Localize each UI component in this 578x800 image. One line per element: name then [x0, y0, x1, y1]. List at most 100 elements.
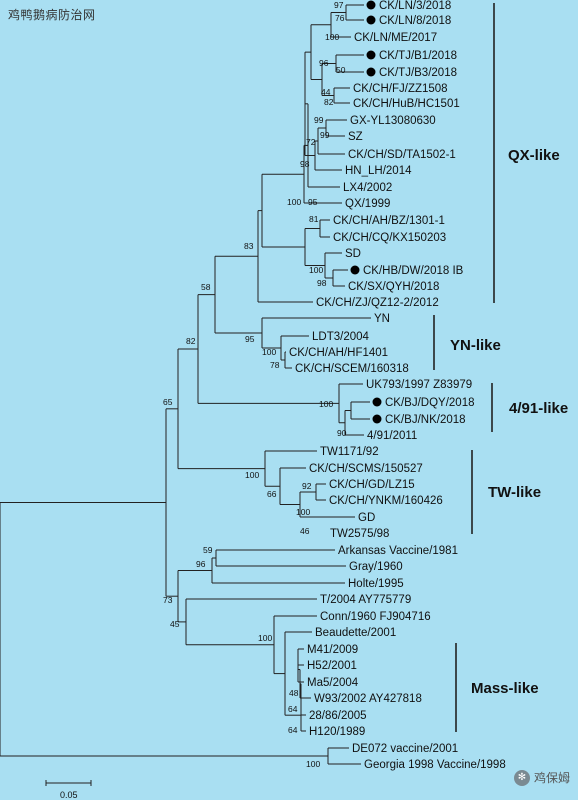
- bootstrap-value: 65: [163, 397, 173, 407]
- tip-label: Gray/1960: [349, 561, 403, 573]
- bootstrap-value: 100: [325, 32, 339, 42]
- bootstrap-value: 66: [267, 489, 277, 499]
- tip-label: CK/CH/YNKM/160426: [329, 495, 443, 507]
- bootstrap-value: 98: [317, 278, 327, 288]
- tip-label: CK/CH/HuB/HC1501: [353, 98, 460, 110]
- bootstrap-value: 48: [289, 688, 299, 698]
- bootstrap-value: 100: [245, 470, 259, 480]
- clade-label: 4/91-like: [509, 400, 568, 417]
- tip-label: LX4/2002: [343, 182, 392, 194]
- clade-label: Mass-like: [471, 680, 539, 697]
- sample-marker: [366, 15, 376, 25]
- bootstrap-value: 100: [287, 197, 301, 207]
- bootstrap-value: 82: [186, 336, 196, 346]
- tip-label: Holte/1995: [348, 578, 404, 590]
- sample-marker: [366, 50, 376, 60]
- bootstrap-value: 83: [244, 241, 254, 251]
- tip-label: Ma5/2004: [307, 677, 359, 689]
- tip-label: GD: [358, 512, 375, 524]
- tip-label: W93/2002 AY427818: [314, 693, 422, 705]
- sample-marker: [372, 397, 382, 407]
- tip-label: CK/CH/SD/TA1502-1: [348, 149, 456, 161]
- tip-label: HN_LH/2014: [345, 165, 412, 177]
- clade-label: QX-like: [508, 147, 560, 164]
- bootstrap-value: 64: [288, 725, 298, 735]
- bootstrap-value: 100: [258, 633, 272, 643]
- tip-label: CK/SX/QYH/2018: [348, 281, 439, 293]
- tip-label: CK/LN/8/2018: [379, 15, 451, 27]
- sample-marker: [372, 414, 382, 424]
- tip-label: QX/1999: [345, 198, 390, 210]
- bootstrap-value: 96: [319, 58, 329, 68]
- bootstrap-value: 44: [321, 87, 331, 97]
- scale-bar-label: 0.05: [60, 790, 78, 800]
- tip-label: YN: [374, 313, 390, 325]
- tip-label: TW2575/98: [330, 528, 389, 540]
- bootstrap-value: 50: [336, 65, 346, 75]
- sample-marker: [366, 67, 376, 77]
- bootstrap-value: 95: [308, 197, 318, 207]
- tip-label: Arkansas Vaccine/1981: [338, 545, 458, 557]
- tip-label: 28/86/2005: [309, 710, 367, 722]
- tip-label: H52/2001: [307, 660, 357, 672]
- tip-label: CK/BJ/DQY/2018: [385, 397, 474, 409]
- bootstrap-value: 76: [335, 13, 345, 23]
- tip-label: CK/CH/FJ/ZZ1508: [353, 83, 448, 95]
- tip-label: SD: [345, 248, 361, 260]
- tip-label: CK/LN/3/2018: [379, 0, 451, 12]
- bootstrap-value: 46: [300, 526, 310, 536]
- bootstrap-value: 100: [306, 759, 320, 769]
- bootstrap-value: 97: [334, 0, 344, 10]
- bootstrap-value: 90: [337, 428, 347, 438]
- watermark-text: 鸡鸭鹅病防治网: [8, 8, 96, 22]
- bootstrap-value: 73: [163, 595, 173, 605]
- chat-icon: ✻: [513, 769, 530, 786]
- bootstrap-value: 81: [309, 214, 319, 224]
- tip-label: CK/TJ/B3/2018: [379, 67, 457, 79]
- tip-label: H120/1989: [309, 726, 365, 738]
- bootstrap-value: 64: [288, 704, 298, 714]
- bootstrap-value: 100: [262, 347, 276, 357]
- tip-label: Conn/1960 FJ904716: [320, 611, 431, 623]
- tip-label: CK/CH/SCMS/150527: [309, 463, 423, 475]
- tip-label: CK/TJ/B1/2018: [379, 50, 457, 62]
- tip-label: TW1171/92: [320, 446, 379, 458]
- tip-label: CK/BJ/NK/2018: [385, 414, 466, 426]
- bootstrap-value: 98: [300, 159, 310, 169]
- tip-label: CK/CH/CQ/KX150203: [333, 232, 446, 244]
- bootstrap-value: 92: [302, 481, 312, 491]
- bootstrap-value: 59: [203, 545, 213, 555]
- tip-label: CK/HB/DW/2018 IB: [363, 265, 464, 277]
- bootstrap-value: 95: [245, 334, 255, 344]
- tip-label: CK/CH/ZJ/QZ12-2/2012: [316, 297, 439, 309]
- tip-label: LDT3/2004: [312, 331, 370, 343]
- bootstrap-value: 72: [306, 137, 316, 147]
- tip-label: UK793/1997 Z83979: [366, 379, 472, 391]
- bootstrap-value: 100: [296, 507, 310, 517]
- tip-label: CK/CH/SCEM/160318: [295, 363, 409, 375]
- bootstrap-value: 82: [324, 97, 334, 107]
- bootstrap-value: 99: [320, 130, 330, 140]
- brand-text: 鸡保姆: [533, 771, 570, 785]
- bootstrap-value: 99: [314, 115, 324, 125]
- tip-label: Georgia 1998 Vaccine/1998: [364, 759, 506, 771]
- brand-badge: ✻ 鸡保姆: [513, 769, 570, 786]
- tip-label: T/2004 AY775779: [320, 594, 411, 606]
- tip-label: CK/CH/GD/LZ15: [329, 479, 415, 491]
- bootstrap-value: 96: [196, 559, 206, 569]
- bootstrap-value: 78: [270, 360, 280, 370]
- tip-label: Beaudette/2001: [315, 627, 396, 639]
- bootstrap-value: 45: [170, 619, 180, 629]
- bootstrap-value: 100: [309, 265, 323, 275]
- clade-label: TW-like: [488, 484, 541, 501]
- tip-label: 4/91/2011: [367, 430, 417, 442]
- sample-marker: [350, 265, 360, 275]
- tip-label: SZ: [348, 131, 363, 143]
- tip-label: M41/2009: [307, 644, 358, 656]
- tip-label: DE072 vaccine/2001: [352, 743, 458, 755]
- tip-label: GX-YL13080630: [350, 115, 436, 127]
- tip-label: CK/CH/AH/HF1401: [289, 347, 388, 359]
- tip-label: CK/CH/AH/BZ/1301-1: [333, 215, 445, 227]
